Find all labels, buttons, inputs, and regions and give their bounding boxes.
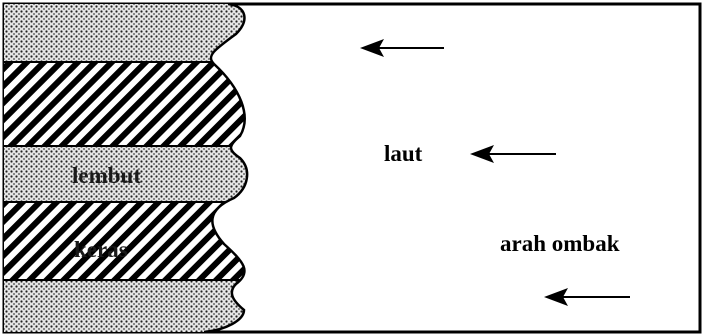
soft-rock-layer-3	[4, 280, 248, 332]
hard-rock-layer-1	[4, 62, 248, 146]
wave-direction-label: arah ombak	[500, 231, 620, 256]
rock-layers	[4, 4, 248, 332]
wave-arrow-2	[470, 145, 556, 163]
sea-label: laut	[384, 141, 423, 166]
soft-rock-layer-1	[4, 4, 248, 62]
soft-rock-label: lembut	[72, 163, 141, 188]
wave-arrow-3	[544, 288, 630, 306]
hard-rock-layer-2	[4, 202, 248, 280]
coastline	[203, 2, 249, 334]
hard-rock-label: keras	[74, 237, 128, 262]
soft-rock-layer-2	[4, 146, 248, 202]
wave-arrow-1	[360, 39, 444, 57]
